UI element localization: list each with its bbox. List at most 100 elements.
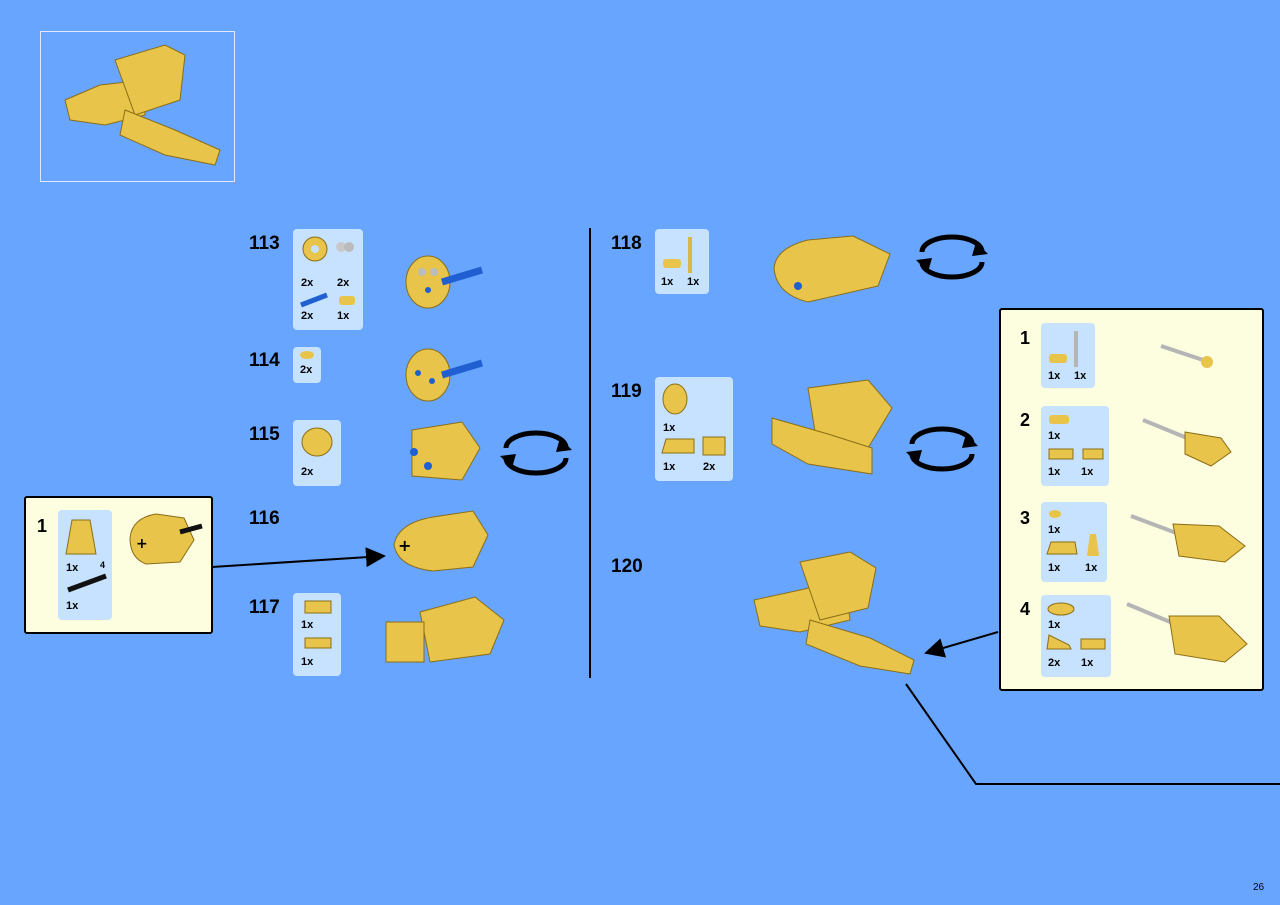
cone-part-icon (1087, 534, 1099, 556)
bar-part-icon (1074, 331, 1078, 367)
step-number: 115 (249, 424, 280, 445)
part-quantity: 1x (1048, 619, 1061, 631)
step-number: 117 (249, 597, 280, 618)
brick-part-icon (702, 436, 726, 456)
sub-step-2-model (1142, 418, 1232, 467)
round-plate-part-icon (1047, 602, 1075, 616)
part-quantity: 1x (661, 276, 674, 288)
bar-part-icon (688, 237, 692, 273)
parts-list: 1x 1x 1x (1041, 406, 1109, 486)
sub-step-number: 3 (1020, 508, 1031, 528)
parts-list: 1x 1x 1x (1041, 502, 1107, 582)
part-quantity: 1x (337, 310, 350, 322)
parts-list: 1x 1x (1041, 323, 1095, 388)
sub-assembly-callout: 1 1x 4 1x + (24, 496, 213, 634)
sub-step-number: 2 (1020, 410, 1031, 430)
plate-part-icon (304, 637, 332, 649)
part-quantity: 1x (66, 562, 79, 574)
part-quantity: 1x (1081, 657, 1094, 669)
part-quantity: 2x (301, 466, 314, 478)
sub-step-number: 1 (1020, 328, 1031, 348)
part-quantity: 1x (663, 461, 676, 473)
slope-part-icon (661, 438, 695, 454)
step-120-model (753, 551, 915, 675)
plate-part-icon (1080, 638, 1106, 650)
part-quantity: 1x (66, 600, 79, 612)
part-quantity: 2x (703, 461, 716, 473)
part-quantity: 1x (687, 276, 700, 288)
part-quantity: 1x (1081, 466, 1094, 478)
bracket-part-icon (1048, 448, 1074, 460)
step-117-model (385, 596, 505, 663)
parts-list: 1x 1x (293, 593, 341, 676)
part-quantity: 1x (1085, 562, 1098, 574)
hinge-part-icon (1082, 448, 1104, 460)
overview-frame (40, 31, 235, 182)
step-115-model (410, 421, 481, 481)
step-number: 120 (611, 556, 643, 577)
sub-step-1-model (1160, 344, 1213, 368)
round-plate-part-icon (300, 351, 314, 359)
sub-assembly-model: + (129, 513, 203, 565)
parts-list: 1x 4 1x (58, 510, 112, 620)
svg-text:+: + (136, 536, 148, 552)
part-quantity: 1x (1048, 562, 1061, 574)
step-number: 113 (249, 233, 280, 254)
step-119-model (771, 379, 893, 475)
wheel-part-icon (302, 236, 328, 262)
step-number: 119 (611, 381, 642, 402)
part-quantity: 2x (1048, 657, 1061, 669)
parts-list: 1x 1x 2x (655, 377, 733, 481)
step-116-model: + (393, 510, 489, 572)
part-quantity: 1x (1048, 524, 1061, 536)
step-number: 114 (249, 350, 280, 371)
svg-text:+: + (398, 536, 411, 555)
step-divider (589, 228, 591, 678)
part-quantity: 1x (1074, 370, 1087, 382)
cone-part-icon (65, 519, 97, 555)
small-yellow-part-icon (339, 296, 355, 305)
page-number: 26 (1253, 882, 1265, 893)
part-quantity: 1x (301, 619, 314, 631)
step-number: 116 (249, 508, 280, 529)
arm-overview-model (64, 44, 221, 166)
step-number: 118 (611, 233, 642, 254)
round-plate-part-icon (1049, 510, 1061, 518)
sub-step-number: 1 (37, 516, 48, 536)
sub-step-4-model (1126, 602, 1248, 663)
part-quantity: 1x (1048, 370, 1061, 382)
small-yellow-part-icon (1049, 415, 1069, 424)
step-118-model (773, 235, 891, 303)
parts-list: 1x 1x (655, 229, 709, 294)
step-113-model (405, 255, 484, 309)
wedge-plate-part-icon (1046, 541, 1078, 555)
parts-list: 2x (293, 347, 321, 383)
part-quantity: 1x (301, 656, 314, 668)
sub-step-3-model (1130, 514, 1246, 563)
parts-list: 1x 2x 1x (1041, 595, 1111, 677)
small-yellow-part-icon (1049, 354, 1067, 363)
part-quantity: 2x (301, 277, 314, 289)
step-114-model (405, 348, 484, 402)
part-quantity: 2x (301, 310, 314, 322)
sub-step-number: 4 (1020, 599, 1031, 619)
grey-pin-part-icon (336, 242, 354, 252)
parts-list: 2x 2x 2x 1x (293, 229, 363, 330)
cylinder-part-icon (662, 383, 688, 415)
small-yellow-part-icon (663, 259, 681, 268)
parts-list: 2x (293, 420, 341, 486)
blue-axle-part-icon (300, 292, 328, 308)
part-quantity: 2x (300, 364, 313, 376)
part-quantity: 1x (663, 422, 676, 434)
slope-part-icon (1046, 634, 1072, 650)
sub-assembly-callout: 1 1x 1x 2 1x 1x 1x 3 1x 1x 1x 4 1x 2x 1x (999, 308, 1264, 691)
black-axle-part-icon (67, 573, 107, 593)
bracket-part-icon (304, 600, 332, 614)
part-quantity: 1x (1048, 466, 1061, 478)
part-quantity: 1x (1048, 430, 1061, 442)
axle-length-label: 4 (100, 560, 106, 570)
part-quantity: 2x (337, 277, 350, 289)
cylinder-part-icon (301, 427, 333, 457)
